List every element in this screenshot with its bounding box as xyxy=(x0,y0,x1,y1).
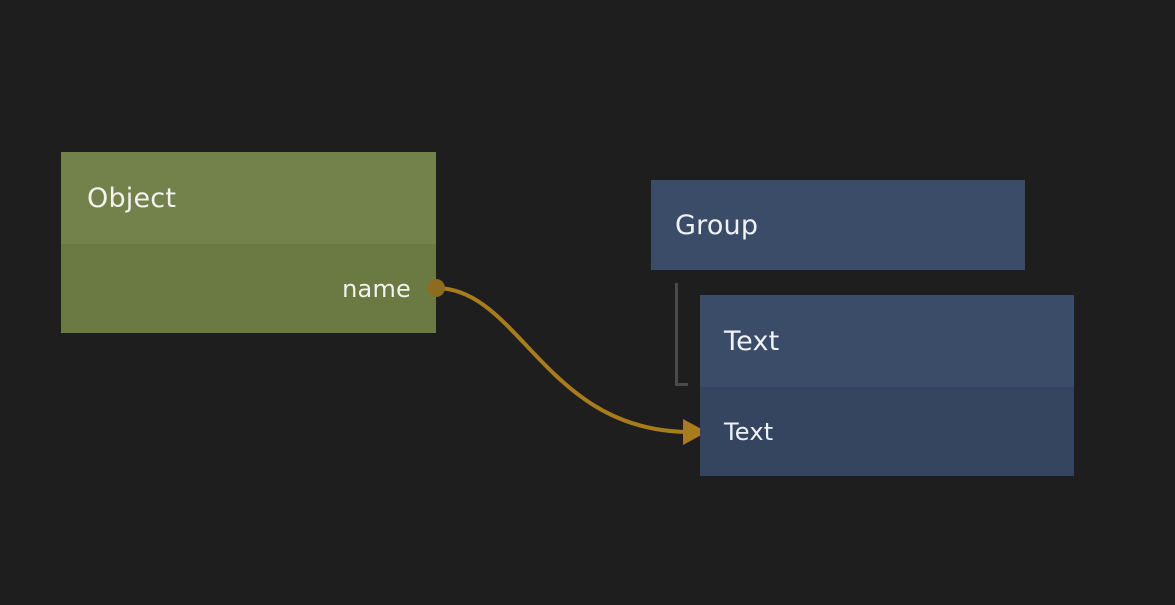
node-object[interactable]: Object name xyxy=(61,152,436,333)
output-port-dot-name[interactable] xyxy=(427,279,445,297)
node-group-header[interactable]: Group xyxy=(651,180,1025,270)
node-object-title: Object xyxy=(87,182,177,214)
field-label-text: Text xyxy=(724,417,774,446)
node-group-title: Group xyxy=(675,209,759,241)
edge-name-to-text[interactable] xyxy=(434,286,692,434)
group-child-bracket xyxy=(675,283,688,386)
node-group[interactable]: Group xyxy=(651,180,1025,270)
node-text-header[interactable]: Text xyxy=(700,295,1074,387)
node-object-field-name[interactable]: name xyxy=(61,244,436,333)
node-text-title: Text xyxy=(724,325,780,357)
node-text-field-text[interactable]: Text xyxy=(700,387,1074,476)
edge-arrowhead xyxy=(683,419,707,445)
node-text[interactable]: Text Text xyxy=(700,295,1074,476)
node-object-header[interactable]: Object xyxy=(61,152,436,244)
field-label-name: name xyxy=(342,274,411,303)
